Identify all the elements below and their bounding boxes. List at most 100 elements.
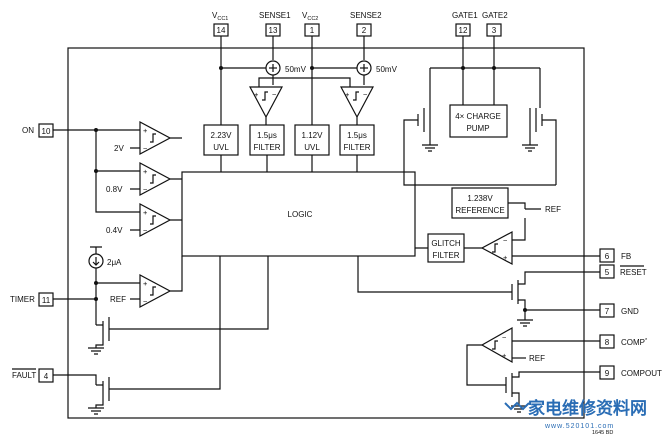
svg-text:−: − bbox=[503, 236, 508, 245]
svg-text:+: + bbox=[254, 90, 259, 99]
svg-text:1.238V: 1.238V bbox=[467, 194, 493, 203]
svg-text:UVL: UVL bbox=[213, 143, 229, 152]
compout-pin bbox=[599, 365, 615, 380]
gate1-label: GATE1 bbox=[452, 11, 478, 20]
ref-out-label: REF bbox=[545, 205, 561, 214]
gate2-pin-number: 3 bbox=[492, 26, 497, 35]
vcc1-pin-number: 14 bbox=[217, 26, 226, 35]
fb-comparator: − + bbox=[480, 231, 513, 265]
svg-text:REFERENCE: REFERENCE bbox=[455, 206, 504, 215]
svg-text:GLITCH: GLITCH bbox=[431, 239, 461, 248]
svg-text:7: 7 bbox=[605, 307, 610, 316]
reference-block bbox=[451, 187, 509, 219]
svg-text:−: − bbox=[502, 333, 507, 342]
gate2-pulldown-transistor bbox=[522, 108, 557, 185]
vcc1-label: VCC1 bbox=[212, 11, 228, 22]
ref-comp-label: REF bbox=[529, 354, 545, 363]
sense1-pin-number: 13 bbox=[269, 26, 278, 35]
svg-text:+: + bbox=[345, 90, 350, 99]
filter1-block bbox=[249, 124, 285, 156]
fb-label: FB bbox=[621, 252, 631, 261]
timer-comparator: + − bbox=[139, 274, 172, 308]
ref-timer-label: REF bbox=[110, 295, 126, 304]
uvl1-block bbox=[203, 124, 239, 156]
on-label: ON bbox=[22, 126, 34, 135]
svg-text:−: − bbox=[363, 90, 368, 99]
fault-output-transistor bbox=[88, 256, 221, 415]
sense2-pin-number: 2 bbox=[362, 26, 367, 35]
logic-label: LOGIC bbox=[288, 210, 313, 219]
compout-label: COMPOUT bbox=[621, 369, 662, 378]
comp-label: COMP* bbox=[621, 338, 648, 347]
watermark-url: www.520101.com bbox=[544, 423, 614, 430]
sense2-comparator: + − bbox=[340, 86, 374, 119]
sense1-offset-source bbox=[265, 60, 281, 85]
reset-output-transistor bbox=[511, 271, 600, 327]
reset-label: RESET bbox=[620, 268, 647, 277]
timer-discharge-transistor bbox=[88, 256, 269, 355]
svg-text:+: + bbox=[143, 167, 148, 176]
svg-text:FILTER: FILTER bbox=[344, 143, 371, 152]
svg-text:FILTER: FILTER bbox=[433, 251, 460, 260]
on-comparator-2v: + − bbox=[139, 121, 172, 155]
sense1-label: SENSE1 bbox=[259, 11, 291, 20]
vcc2-label: VCC2 bbox=[302, 11, 318, 22]
on-comparator-0.8v: + − bbox=[139, 162, 172, 196]
threshold-0.4v: 0.4V bbox=[106, 226, 123, 235]
comp-pin bbox=[599, 334, 615, 349]
watermark-main: 家电维修资料网 bbox=[528, 398, 647, 418]
svg-text:1.5μs: 1.5μs bbox=[257, 131, 277, 140]
svg-text:8: 8 bbox=[605, 338, 610, 347]
comp-comparator: − + bbox=[480, 326, 513, 364]
svg-text:6: 6 bbox=[605, 252, 610, 261]
svg-text:2.23V: 2.23V bbox=[211, 131, 233, 140]
gnd-pin bbox=[599, 303, 615, 318]
svg-text:−: − bbox=[143, 226, 148, 235]
threshold-0.8v: 0.8V bbox=[106, 185, 123, 194]
svg-text:−: − bbox=[143, 297, 148, 306]
svg-text:4: 4 bbox=[44, 372, 49, 381]
sense2-offset-label: 50mV bbox=[376, 65, 398, 74]
gate1-pulldown-transistor bbox=[403, 108, 438, 186]
threshold-2v: 2V bbox=[114, 144, 124, 153]
vcc2-pin-number: 1 bbox=[310, 26, 315, 35]
svg-text:5: 5 bbox=[605, 268, 610, 277]
charge-pump-block bbox=[449, 104, 508, 138]
svg-text:FILTER: FILTER bbox=[254, 143, 281, 152]
svg-text:+: + bbox=[143, 208, 148, 217]
sense2-label: SENSE2 bbox=[350, 11, 382, 20]
svg-text:UVL: UVL bbox=[304, 143, 320, 152]
timer-label: TIMER bbox=[10, 295, 35, 304]
sense1-comparator: + − bbox=[249, 86, 283, 119]
svg-text:11: 11 bbox=[42, 296, 51, 305]
reset-pin bbox=[599, 264, 615, 279]
chip-outline bbox=[67, 47, 585, 419]
sense1-offset-label: 50mV bbox=[285, 65, 307, 74]
gate1-pin-number: 12 bbox=[459, 26, 468, 35]
on-comparator-0.4v: + − bbox=[139, 203, 172, 237]
svg-text:−: − bbox=[143, 185, 148, 194]
svg-text:4× CHARGE: 4× CHARGE bbox=[455, 112, 501, 121]
fault-label: FAULT bbox=[12, 371, 36, 380]
uvl2-block bbox=[294, 124, 330, 156]
sense2-offset-source bbox=[356, 60, 372, 85]
svg-text:−: − bbox=[143, 144, 148, 153]
svg-text:10: 10 bbox=[42, 127, 51, 136]
svg-text:9: 9 bbox=[605, 369, 610, 378]
current-label: 2μA bbox=[107, 258, 122, 267]
fb-pin bbox=[599, 248, 615, 263]
watermark: 家电维修资料网 www.520101.com bbox=[504, 398, 647, 430]
svg-text:+: + bbox=[143, 279, 148, 288]
figure-id: 1645 BD bbox=[592, 430, 613, 436]
gnd-label: GND bbox=[621, 307, 639, 316]
svg-text:−: − bbox=[272, 90, 277, 99]
svg-text:1.5μs: 1.5μs bbox=[347, 131, 367, 140]
filter2-block bbox=[339, 124, 375, 156]
svg-text:PUMP: PUMP bbox=[466, 124, 489, 133]
svg-text:+: + bbox=[503, 253, 508, 262]
svg-text:+: + bbox=[143, 126, 148, 135]
svg-text:1.12V: 1.12V bbox=[302, 131, 324, 140]
logic-block bbox=[181, 171, 416, 257]
current-source-2ua bbox=[88, 253, 104, 269]
